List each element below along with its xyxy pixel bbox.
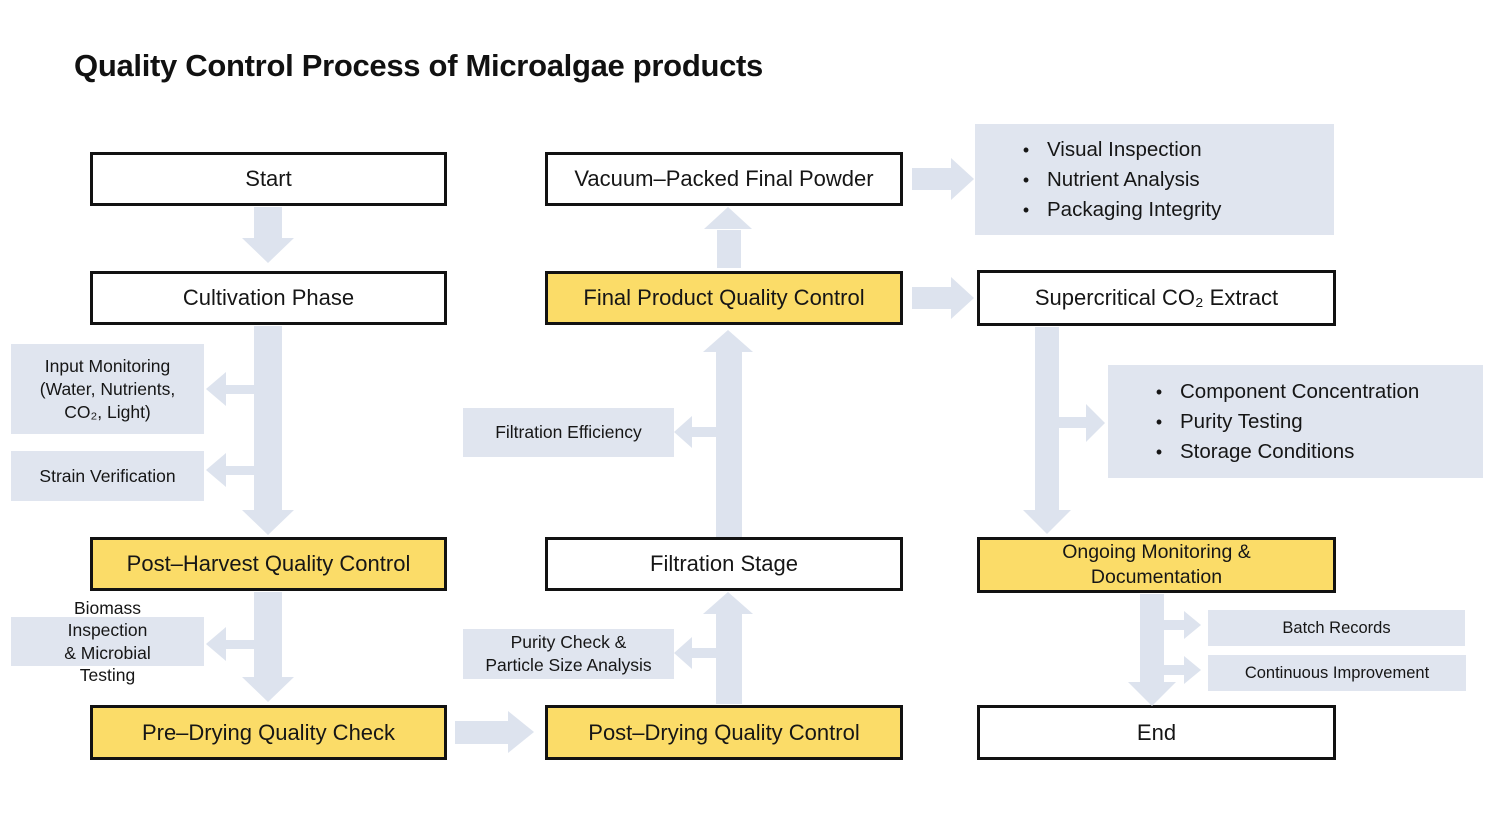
arrow-up-icon [703,592,753,614]
component-checks-item-2: Purity Testing [1180,409,1303,433]
node-filtration-efficiency: Filtration Efficiency [463,408,674,457]
input-monitoring-line-1: Input Monitoring [44,355,171,376]
node-purity-check: Purity Check & Particle Size Analysis [463,629,674,679]
arrow-down-icon [242,238,294,263]
arrow-right-icon [508,711,534,753]
node-start: Start [90,152,447,206]
node-pre-drying-check: Pre–Drying Quality Check [90,705,447,760]
node-supercritical-co2-extract: Supercritical CO₂ Extract [977,270,1336,326]
branch-to-batch-records-bar [1162,620,1184,630]
node-component-checks-list: • Component Concentration • Purity Testi… [1108,365,1483,478]
node-strain-verification: Strain Verification [11,451,204,501]
arrow-supercritical-to-ongoing-bar [1035,327,1059,512]
branch-to-component-checks-bar [1057,417,1087,428]
arrow-filtration-to-finalqc-bar [716,352,742,537]
list-item: • Purity Testing [1138,407,1483,437]
component-checks-item-1: Component Concentration [1180,379,1420,403]
arrow-right-icon [1086,404,1105,442]
bullet-icon: • [1022,169,1030,190]
arrow-postdrying-to-filtration-bar [716,614,742,704]
input-monitoring-line-2: (Water, Nutrients, [39,378,176,399]
page-title: Quality Control Process of Microalgae pr… [74,48,763,83]
component-checks-item-3: Storage Conditions [1180,439,1355,463]
arrow-vacuum-to-visualchecks-bar [912,168,952,190]
arrow-ongoing-to-end-bar [1140,594,1164,684]
arrow-finalqc-to-supercritical-bar [912,287,952,309]
bullet-icon: • [1022,199,1030,220]
node-final-product-qc: Final Product Quality Control [545,271,903,325]
branch-to-continuous-improvement-bar [1162,665,1184,675]
list-item: • Storage Conditions [1138,437,1483,467]
input-monitoring-line-3: CO₂, Light) [64,401,151,422]
node-visual-checks-list: • Visual Inspection • Nutrient Analysis … [975,124,1334,235]
node-ongoing-monitoring: Ongoing Monitoring & Documentation [977,537,1336,593]
node-cultivation-phase: Cultivation Phase [90,271,447,325]
arrow-right-icon [1184,656,1201,684]
list-item: • Component Concentration [1138,377,1483,407]
branch-to-strain-verification-bar [226,466,270,475]
arrow-finalqc-to-vacuum-bar [717,230,741,268]
list-item: • Nutrient Analysis [1005,165,1334,195]
arrow-up-icon [703,330,753,352]
bullet-icon: • [1155,381,1163,402]
bullet-icon: • [1155,441,1163,462]
arrow-right-icon [1184,611,1201,639]
arrow-up-icon [704,207,752,229]
arrow-predrying-to-postdrying-bar [455,721,510,744]
arrow-cultivation-to-postharvest-bar [254,326,282,512]
branch-to-purity-check-bar [690,648,720,658]
purity-check-line-2: Particle Size Analysis [485,655,652,675]
list-item: • Packaging Integrity [1005,195,1334,225]
node-batch-records: Batch Records [1208,610,1465,646]
node-post-drying-qc: Post–Drying Quality Control [545,705,903,760]
branch-to-input-monitoring-bar [226,385,270,394]
list-item: • Visual Inspection [1005,135,1334,165]
arrow-down-icon [1023,510,1071,534]
arrow-down-icon [242,677,294,702]
biomass-line-3: & Microbial [64,642,151,663]
node-vacuum-packed-powder: Vacuum–Packed Final Powder [545,152,903,206]
arrow-left-icon [674,416,692,448]
arrow-left-icon [206,453,226,487]
bullet-icon: • [1022,139,1030,160]
node-input-monitoring: Input Monitoring (Water, Nutrients, CO₂,… [11,344,204,434]
arrow-start-to-cultivation-bar [254,207,282,240]
arrow-left-icon [206,372,226,406]
node-filtration-stage: Filtration Stage [545,537,903,591]
node-biomass-inspection: Biomass Inspection & Microbial Testing [11,598,204,685]
arrow-down-icon [1128,682,1176,706]
node-post-harvest-qc: Post–Harvest Quality Control [90,537,447,591]
arrow-right-icon [951,158,974,200]
arrow-left-icon [206,627,226,661]
node-continuous-improvement: Continuous Improvement [1208,655,1466,691]
arrow-postharvest-to-predrying-bar [254,592,282,679]
branch-to-filtration-efficiency-bar [690,427,720,437]
ongoing-line-1: Ongoing Monitoring & [1062,541,1251,563]
bullet-icon: • [1155,411,1163,432]
arrow-down-icon [242,510,294,535]
visual-checks-item-3: Packaging Integrity [1047,197,1222,221]
visual-checks-item-1: Visual Inspection [1047,137,1202,161]
visual-checks-item-2: Nutrient Analysis [1047,167,1200,191]
purity-check-line-1: Purity Check & [510,632,627,652]
biomass-line-4: Testing [79,665,136,685]
ongoing-line-2: Documentation [1090,566,1223,588]
biomass-line-2: Inspection [67,620,148,640]
node-end: End [977,705,1336,760]
biomass-line-1: Biomass [73,597,142,618]
arrow-right-icon [951,277,974,319]
branch-to-biomass-bar [226,640,270,649]
arrow-left-icon [674,637,692,669]
